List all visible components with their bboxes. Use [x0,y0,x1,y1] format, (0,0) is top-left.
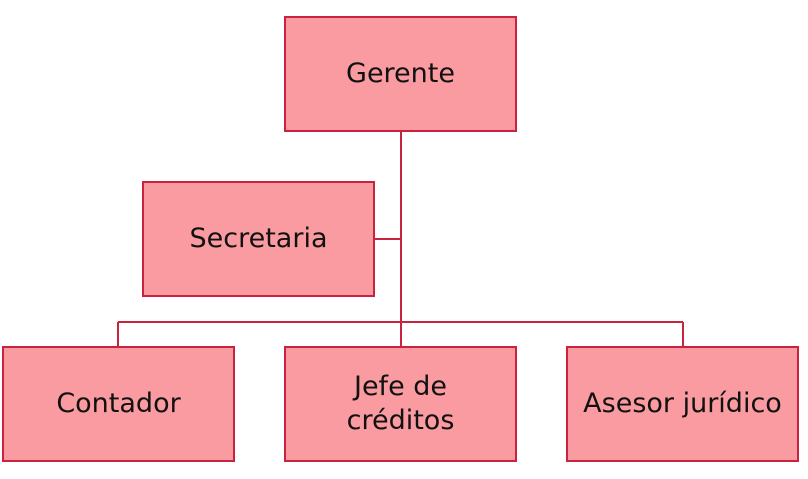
node-asesor-juridico: Asesor jurídico [566,346,799,462]
node-gerente: Gerente [284,16,517,132]
node-jefe-de-creditos: Jefe de créditos [284,346,517,462]
node-asesor-juridico-label: Asesor jurídico [583,388,782,420]
node-secretaria-label: Secretaria [189,223,328,255]
node-gerente-label: Gerente [346,58,455,90]
node-jefe-de-creditos-label: Jefe de créditos [346,371,455,436]
node-secretaria: Secretaria [142,181,375,297]
node-contador-label: Contador [56,388,181,420]
node-contador: Contador [2,346,235,462]
